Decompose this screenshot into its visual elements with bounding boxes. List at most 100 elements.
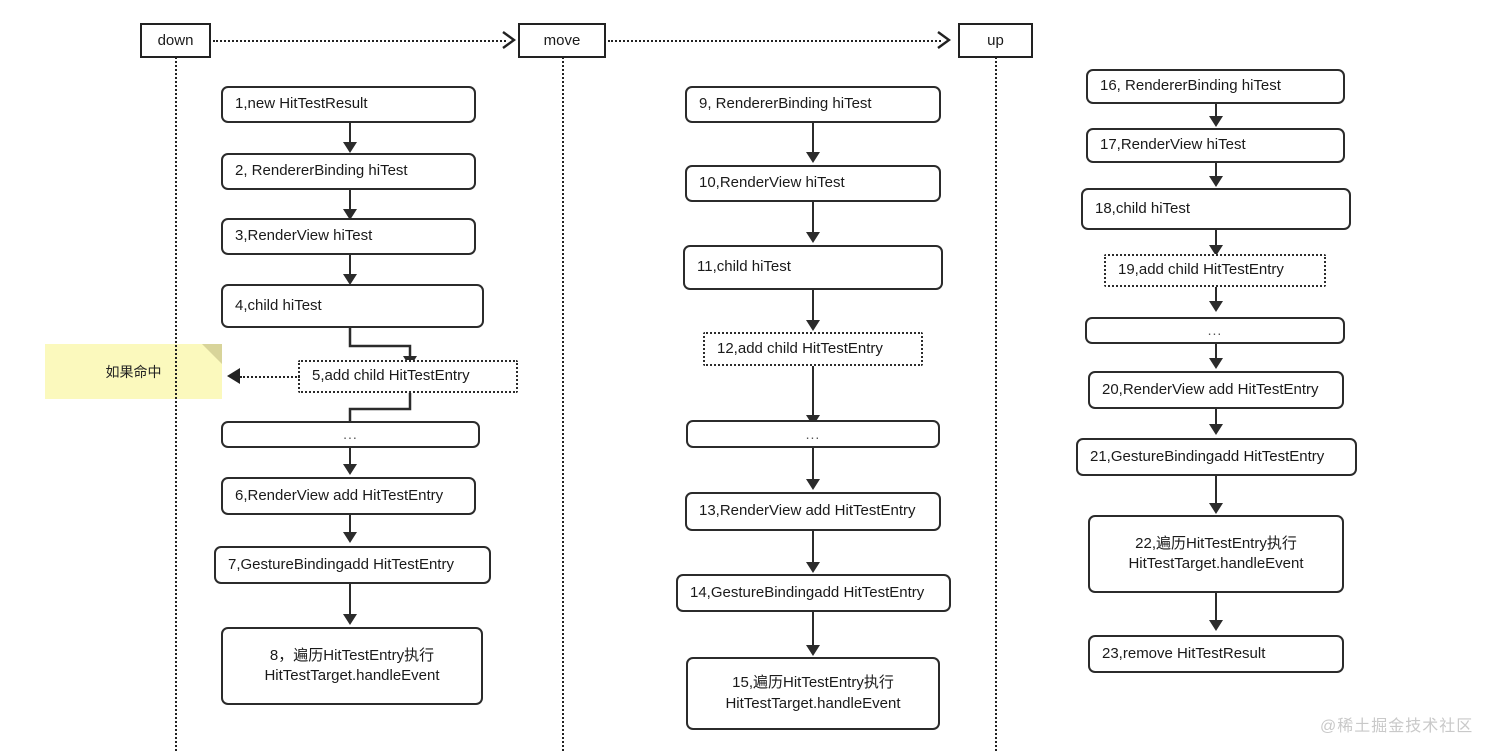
node-14[interactable]: 14,GestureBindingadd HitTestEntry: [676, 574, 951, 612]
node-ellipsis-1-label: ...: [343, 426, 358, 443]
arrowhead-2-3-icon: [343, 209, 357, 220]
phase-box-up[interactable]: up: [958, 23, 1033, 58]
arrowhead-13-14-icon: [806, 562, 820, 573]
arrowhead-11-12-icon: [806, 320, 820, 331]
lifeline-move: [562, 57, 564, 751]
connector-9-10: [812, 123, 814, 154]
node-10[interactable]: 10,RenderView hiTest: [685, 165, 941, 202]
chevron-right-icon-2: [937, 31, 951, 49]
arrowhead-1-2-icon: [343, 142, 357, 153]
connector-17-18: [1215, 163, 1217, 178]
connector-10-11: [812, 202, 814, 234]
node-19[interactable]: 19,add child HitTestEntry: [1104, 254, 1326, 287]
node-12-label: 12,add child HitTestEntry: [717, 339, 883, 357]
node-ellipsis-3: ...: [1085, 317, 1345, 344]
node-21[interactable]: 21,GestureBindingadd HitTestEntry: [1076, 438, 1357, 476]
node-23[interactable]: 23,remove HitTestResult: [1088, 635, 1344, 673]
sticky-note-if-hit: 如果命中: [45, 344, 222, 399]
connector-16-17: [1215, 104, 1217, 118]
phase-link-down-to-move: [213, 40, 506, 42]
connector-ellipsis-6: [349, 448, 351, 466]
arrowhead-3-4-icon: [343, 274, 357, 285]
node-8[interactable]: 8，遍历HitTestEntry执行 HitTestTarget.handleE…: [221, 627, 483, 705]
node-7[interactable]: 7,GestureBindingadd HitTestEntry: [214, 546, 491, 584]
node-10-label: 10,RenderView hiTest: [699, 174, 845, 192]
node-11-label: 11,child hiTest: [697, 258, 791, 276]
note-connector: [240, 376, 300, 378]
arrowhead-17-18-icon: [1209, 176, 1223, 187]
node-ellipsis-2-label: ...: [805, 425, 821, 442]
node-2-label: 2, RendererBinding hiTest: [235, 162, 408, 180]
node-2[interactable]: 2, RendererBinding hiTest: [221, 153, 476, 190]
node-17[interactable]: 17,RenderView hiTest: [1086, 128, 1345, 163]
node-15[interactable]: 15,遍历HitTestEntry执行 HitTestTarget.handle…: [686, 657, 940, 730]
lifeline-down: [175, 57, 177, 751]
connector-11-12: [812, 290, 814, 322]
connector-7-8: [349, 584, 351, 616]
phase-box-move[interactable]: move: [518, 23, 606, 58]
node-23-label: 23,remove HitTestResult: [1102, 644, 1266, 662]
arrowhead-21-22-icon: [1209, 503, 1223, 514]
arrowhead-ellipsis-20-icon: [1209, 358, 1223, 369]
node-21-label: 21,GestureBindingadd HitTestEntry: [1090, 447, 1325, 465]
connector-3-4: [349, 255, 351, 276]
connector-21-22: [1215, 476, 1217, 505]
node-3-label: 3,RenderView hiTest: [235, 227, 373, 245]
node-20[interactable]: 20,RenderView add HitTestEntry: [1088, 371, 1344, 409]
arrowhead-7-8-icon: [343, 614, 357, 625]
arrowhead-14-15-icon: [806, 645, 820, 656]
arrowhead-9-10-icon: [806, 152, 820, 163]
node-9[interactable]: 9, RendererBinding hiTest: [685, 86, 941, 123]
arrowhead-16-17-icon: [1209, 116, 1223, 127]
connector-14-15: [812, 612, 814, 647]
connector-ellipsis-20: [1215, 344, 1217, 360]
node-13[interactable]: 13,RenderView add HitTestEntry: [685, 492, 941, 531]
watermark-text: @稀土掘金技术社区: [1320, 718, 1474, 735]
phase-label-move: move: [543, 32, 581, 49]
lifeline-up: [995, 57, 997, 751]
node-18-label: 18,child hiTest: [1095, 199, 1191, 217]
note-fold-corner-icon: [202, 344, 222, 364]
connector-18-19: [1215, 230, 1217, 247]
connector-20-21: [1215, 409, 1217, 426]
node-6[interactable]: 6,RenderView add HitTestEntry: [221, 477, 476, 515]
phase-label-up: up: [987, 32, 1004, 49]
phase-box-down[interactable]: down: [140, 23, 211, 58]
node-15-label: 15,遍历HitTestEntry执行 HitTestTarget.handle…: [725, 674, 901, 712]
node-14-label: 14,GestureBindingadd HitTestEntry: [690, 583, 925, 601]
node-ellipsis-2: ...: [686, 420, 940, 448]
node-12[interactable]: 12,add child HitTestEntry: [703, 332, 923, 366]
node-7-label: 7,GestureBindingadd HitTestEntry: [228, 555, 454, 573]
connector-13-14: [812, 531, 814, 564]
connector-1-2: [349, 123, 351, 144]
node-16-label: 16, RendererBinding hiTest: [1100, 77, 1281, 95]
arrowhead-18-19-icon: [1209, 245, 1223, 256]
node-1[interactable]: 1,new HitTestResult: [221, 86, 476, 123]
node-13-label: 13,RenderView add HitTestEntry: [699, 502, 916, 520]
node-5[interactable]: 5,add child HitTestEntry: [298, 360, 518, 393]
node-22[interactable]: 22,遍历HitTestEntry执行 HitTestTarget.handle…: [1088, 515, 1344, 593]
connector-6-7: [349, 515, 351, 534]
connector-ellipsis-13: [812, 448, 814, 481]
node-9-label: 9, RendererBinding hiTest: [699, 95, 872, 113]
node-6-label: 6,RenderView add HitTestEntry: [235, 486, 444, 504]
arrowhead-19-ellipsis-icon: [1209, 301, 1223, 312]
arrowhead-10-11-icon: [806, 232, 820, 243]
phase-link-move-to-up: [608, 40, 941, 42]
node-3[interactable]: 3,RenderView hiTest: [221, 218, 476, 255]
sticky-note-text: 如果命中: [105, 363, 162, 380]
node-16[interactable]: 16, RendererBinding hiTest: [1086, 69, 1345, 104]
node-20-label: 20,RenderView add HitTestEntry: [1102, 380, 1319, 398]
arrowhead-6-7-icon: [343, 532, 357, 543]
node-11[interactable]: 11,child hiTest: [683, 245, 943, 290]
node-22-label: 22,遍历HitTestEntry执行 HitTestTarget.handle…: [1128, 534, 1304, 572]
watermark: @稀土掘金技术社区: [1320, 712, 1473, 736]
arrowhead-22-23-icon: [1209, 620, 1223, 631]
node-4[interactable]: 4,child hiTest: [221, 284, 484, 328]
node-4-label: 4,child hiTest: [235, 296, 322, 314]
arrowhead-ellipsis-6-icon: [343, 464, 357, 475]
arrowhead-ellipsis-13-icon: [806, 479, 820, 490]
node-18[interactable]: 18,child hiTest: [1081, 188, 1351, 230]
node-1-label: 1,new HitTestResult: [235, 95, 368, 113]
